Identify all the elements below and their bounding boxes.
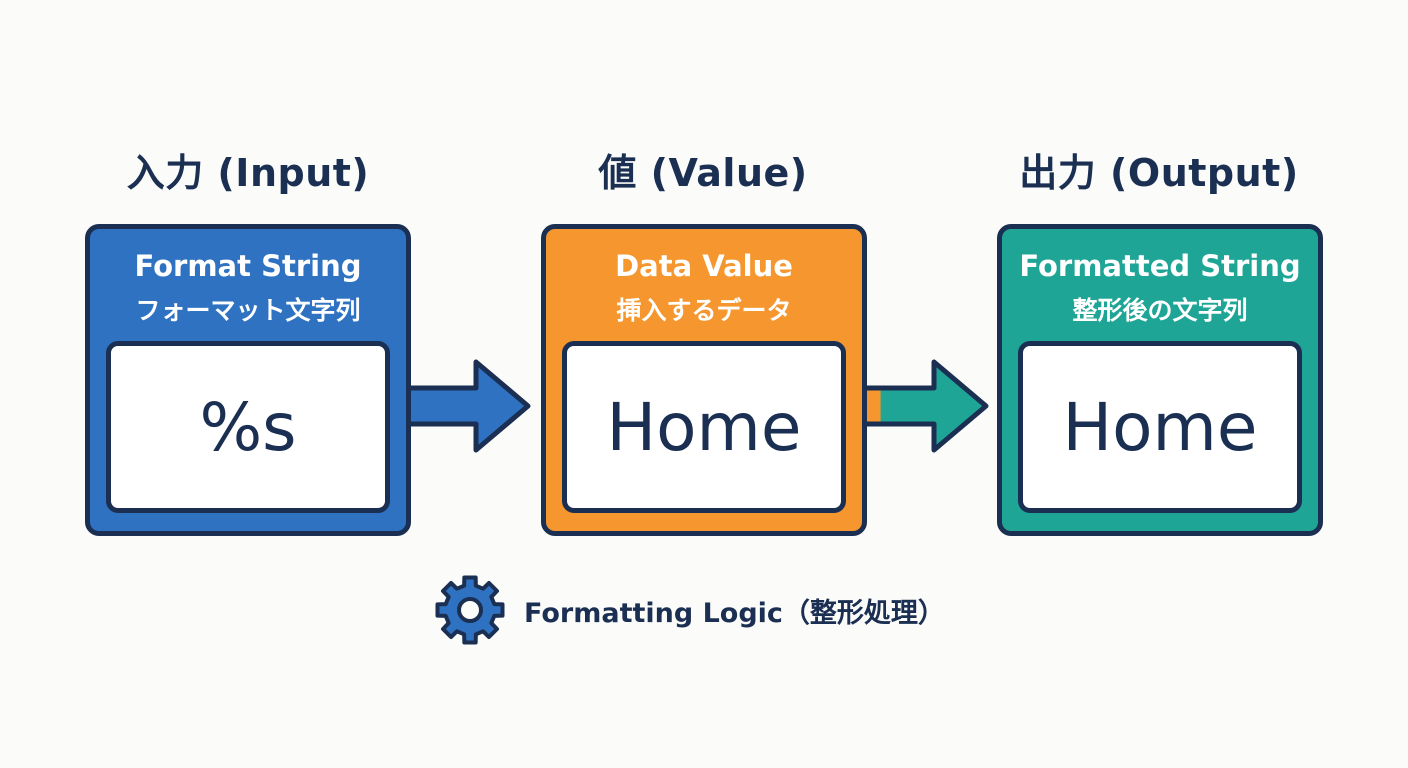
input-panel: Format String フォーマット文字列 %s bbox=[85, 224, 411, 536]
gear-icon bbox=[435, 575, 505, 645]
value-to-output-arrow bbox=[847, 359, 989, 453]
output-label-en: Formatted String bbox=[1019, 249, 1301, 283]
input-to-value-arrow bbox=[389, 359, 531, 453]
value-panel: Data Value 挿入するデータ Home bbox=[541, 224, 867, 536]
output-label-ja: 整形後の文字列 bbox=[1072, 296, 1248, 325]
value-label-ja: 挿入するデータ bbox=[616, 296, 792, 325]
value-content-box: Home bbox=[562, 341, 846, 513]
input-label-en: Format String bbox=[134, 249, 362, 283]
input-content-box: %s bbox=[106, 341, 390, 513]
value-content: Home bbox=[606, 388, 802, 466]
output-panel: Formatted String 整形後の文字列 Home bbox=[997, 224, 1323, 536]
value-title: 値 (Value) bbox=[598, 151, 808, 195]
output-title: 出力 (Output) bbox=[1019, 151, 1299, 195]
output-content: Home bbox=[1062, 388, 1258, 466]
output-content-box: Home bbox=[1018, 341, 1302, 513]
footer-text: Formatting Logic（整形処理） bbox=[524, 597, 945, 629]
input-content: %s bbox=[199, 388, 297, 466]
value-label-en: Data Value bbox=[615, 249, 793, 283]
footer-caption: Formatting Logic（整形処理） bbox=[432, 572, 945, 648]
input-label-ja: フォーマット文字列 bbox=[135, 296, 361, 325]
input-title: 入力 (Input) bbox=[126, 151, 370, 195]
